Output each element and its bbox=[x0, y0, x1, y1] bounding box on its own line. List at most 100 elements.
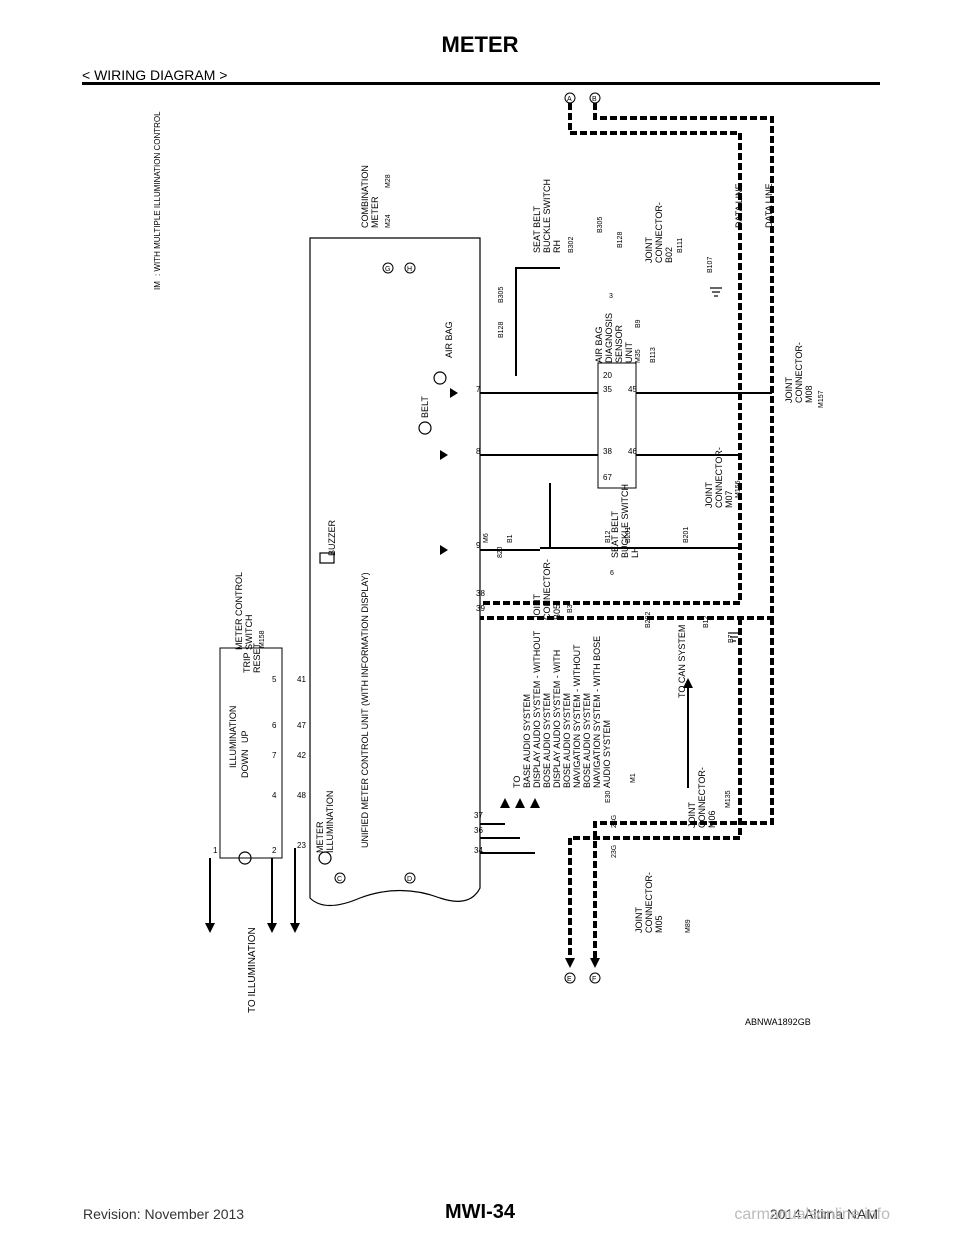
audio-note-line: BOSE AUDIO SYSTEM bbox=[582, 693, 592, 788]
connector-tag-b7: B7 bbox=[728, 634, 735, 643]
switch-pin: 2 bbox=[272, 846, 277, 855]
connector-tag-b305-b: B305 bbox=[597, 217, 604, 233]
air-bag-unit-label: AIR BAG DIAGNOSIS SENSOR UNIT bbox=[594, 310, 634, 363]
joint-m08-line: M08 bbox=[804, 385, 814, 403]
switch-pin: 5 bbox=[272, 675, 277, 684]
air-bag-unit-line: UNIT bbox=[624, 342, 634, 363]
lead-marker-label: E bbox=[567, 976, 572, 983]
footer-model: 2014 Altima NAM bbox=[769, 1206, 878, 1222]
audio-note-line: BOSE AUDIO SYSTEM bbox=[562, 693, 572, 788]
joint-m08-connector: M157 bbox=[818, 390, 825, 408]
pin-number: 42 bbox=[297, 751, 306, 760]
belt-label: BELT bbox=[420, 396, 430, 418]
ground-icon bbox=[728, 632, 740, 642]
belt-lamp-icon bbox=[418, 421, 432, 435]
switch-up-label: UP bbox=[240, 730, 250, 743]
joint-b02-line: JOINT bbox=[644, 236, 654, 263]
combination-meter-connector-m24: M24 bbox=[385, 214, 392, 228]
pin-number: 48 bbox=[297, 791, 306, 800]
joint-m07-line: CONNECTOR- bbox=[714, 447, 724, 508]
pin-number: 37 bbox=[474, 811, 483, 820]
pin-number: 39 bbox=[476, 604, 485, 613]
air-bag-pin: 46 bbox=[628, 447, 637, 456]
audio-note-line: TO bbox=[512, 776, 522, 788]
joint-m06-line: M06 bbox=[707, 810, 717, 828]
meter-illumination-label: METER ILLUMINATION bbox=[315, 791, 335, 853]
switch-trip-label: TRIP bbox=[242, 652, 252, 673]
air-bag-lamp-icon bbox=[433, 371, 447, 385]
joint-b05-label: JOINT CONNECTOR- B05 bbox=[532, 557, 562, 620]
joint-m07-line: JOINT bbox=[704, 481, 714, 508]
joint-m08-line: CONNECTOR- bbox=[794, 342, 804, 403]
switch-illumination-lamp-icon bbox=[238, 851, 252, 865]
arrow-icon bbox=[683, 678, 693, 688]
connector-tag-b201-b: B201 bbox=[683, 527, 690, 543]
arrow-icon bbox=[565, 958, 575, 968]
combination-meter-connector-m28: M28 bbox=[385, 174, 392, 188]
pin-number: 7 bbox=[476, 385, 481, 394]
pin-number: 36 bbox=[474, 826, 483, 835]
lead-marker-label: C bbox=[337, 876, 342, 883]
air-bag-label: AIR BAG bbox=[444, 321, 454, 358]
air-bag-unit-line: SENSOR bbox=[614, 324, 624, 363]
wire bbox=[540, 483, 551, 549]
lead-marker-f: F bbox=[589, 972, 601, 984]
seat-belt-lh-line: SEAT BELT bbox=[610, 510, 620, 558]
section-breadcrumb: < WIRING DIAGRAM > bbox=[82, 67, 228, 83]
combination-meter-label: COMBINATION METER bbox=[360, 163, 380, 228]
meter-illumination-lamp-icon bbox=[318, 851, 332, 865]
seat-belt-rh-line: SEAT BELT bbox=[532, 205, 542, 253]
audio-note-line: NAVIGATION SYSTEM - WITH BOSE bbox=[592, 636, 602, 788]
arrow-icon bbox=[530, 798, 540, 808]
seat-belt-rh-line: BUCKLE SWITCH bbox=[542, 179, 552, 253]
illumination-group-label: ILLUMINATION bbox=[228, 706, 238, 768]
meter-control-switch-line: SWITCH bbox=[244, 615, 254, 651]
audio-note-line: NAVIGATION SYSTEM - WITHOUT bbox=[572, 644, 582, 788]
diode-icon bbox=[450, 388, 458, 398]
connector-tag-m6: M6 bbox=[483, 533, 490, 543]
arrow-icon bbox=[500, 798, 510, 808]
switch-connector-tag: M158 bbox=[259, 630, 266, 648]
legend-tag: IM bbox=[153, 281, 162, 290]
air-bag-unit-line: AIR BAG bbox=[594, 326, 604, 363]
connector-tag-b1: B1 bbox=[507, 534, 514, 543]
meter-illumination-line: ILLUMINATION bbox=[325, 791, 335, 853]
data-line-2 bbox=[480, 103, 774, 620]
footer-page-number: MWI-34 bbox=[445, 1201, 515, 1223]
page-footer: Revision: November 2013 MWI-34 2014 Alti… bbox=[0, 1201, 960, 1230]
air-bag-pin: 45 bbox=[628, 385, 637, 394]
air-bag-unit-connector-b113: B113 bbox=[650, 347, 657, 363]
combination-meter-line: METER bbox=[370, 196, 380, 228]
lead-marker-a: A bbox=[564, 92, 576, 104]
air-bag-pin: 20 bbox=[603, 371, 612, 380]
data-line-4 bbox=[593, 618, 774, 958]
joint-m07-label: JOINT CONNECTOR- M07 bbox=[704, 445, 734, 508]
arrow-icon bbox=[590, 958, 600, 968]
joint-m05-line: JOINT bbox=[634, 906, 644, 933]
air-bag-unit-box bbox=[597, 362, 637, 489]
connector-tag-m1: M1 bbox=[630, 773, 637, 783]
lead-marker-label: G bbox=[385, 266, 390, 273]
lead-marker-b: B bbox=[589, 92, 601, 104]
small-pin: 3 bbox=[609, 293, 613, 300]
air-bag-unit-connector-b9: B9 bbox=[635, 319, 642, 328]
arrow-icon bbox=[515, 798, 525, 808]
pin-number: 23 bbox=[297, 841, 306, 850]
joint-m05-connector: M89 bbox=[685, 919, 692, 933]
buzzer-icon bbox=[319, 552, 335, 564]
seat-belt-rh-line: RH bbox=[552, 240, 562, 253]
lead-marker-d: D bbox=[404, 872, 416, 884]
pin-number: 8 bbox=[476, 447, 481, 456]
diode-icon bbox=[440, 545, 448, 555]
page-title: METER bbox=[441, 32, 519, 57]
data-line-3 bbox=[568, 618, 742, 958]
buzzer-label: BUZZER bbox=[327, 519, 337, 556]
air-bag-pin: 38 bbox=[603, 447, 612, 456]
diode-icon bbox=[440, 450, 448, 460]
joint-m05-line: CONNECTOR- bbox=[644, 872, 654, 933]
air-bag-unit-connector-m35: M35 bbox=[635, 349, 642, 363]
pin-number: 47 bbox=[297, 721, 306, 730]
switch-down-label: DOWN bbox=[240, 750, 250, 779]
small-pin: 6 bbox=[610, 570, 614, 577]
joint-m08-label: JOINT CONNECTOR- M08 bbox=[784, 340, 814, 403]
